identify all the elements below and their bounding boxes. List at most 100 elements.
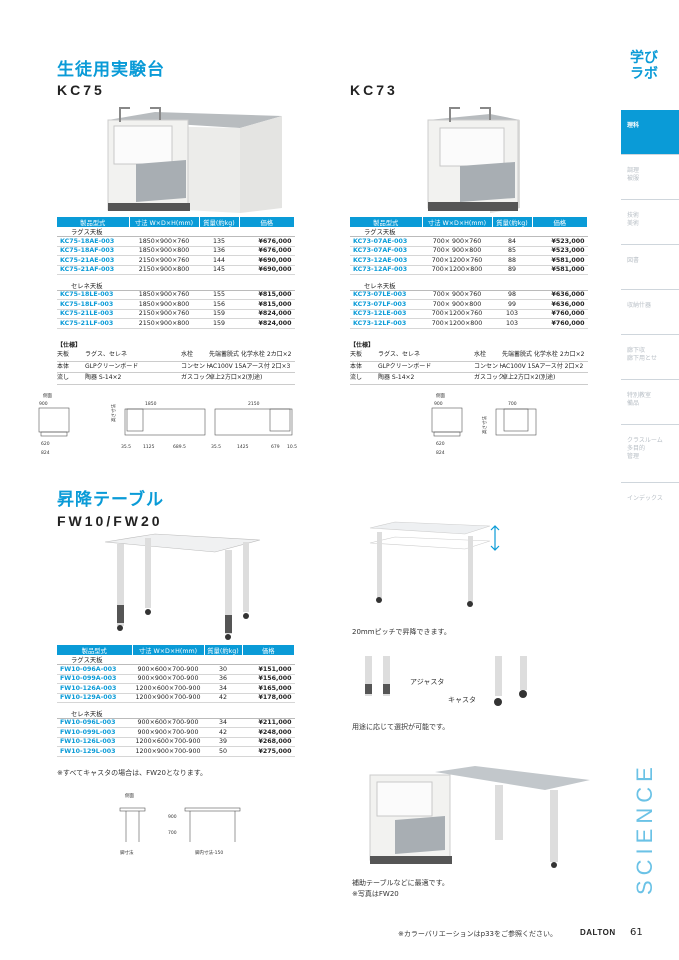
col-header: 寸法 W×D×H(mm) (129, 217, 200, 227)
kc73-dimension-drawings: 側面 900 620 824 700 高さ寸法 (431, 392, 537, 456)
aux-caption-2: ※写真はFW20 (352, 890, 399, 898)
col-header: 質量(約kg) (204, 645, 243, 655)
kc73-spec-table: 製品型式 寸法 W×D×H(mm) 質量(約kg) 価格 ラグス天板 KC73-… (350, 217, 588, 329)
dim-700: 700 (508, 401, 517, 407)
col-header: 寸法 W×D×H(mm) (132, 645, 205, 655)
section-title-lift-table: 昇降テーブル (57, 490, 164, 510)
dim-900: 900 (39, 401, 48, 407)
aux-caption-1: 補助テーブルなどに最適です。 (352, 879, 449, 887)
model-kc75: KC75 (57, 82, 105, 98)
col-header: 質量(約kg) (492, 217, 533, 227)
dim-b: 1125 (143, 444, 155, 450)
pitch-caption: 20mmピッチで昇降できます。 (352, 628, 451, 636)
dim-low: 700 (168, 830, 177, 836)
dim-range: 900 (168, 814, 177, 820)
dim-height: 高さ寸法 (110, 404, 117, 422)
col-header: 価格 (239, 217, 295, 227)
fw-spec-table: 製品型式 寸法 W×D×H(mm) 質量(約kg) 価格 ラグス天板 FW10-… (57, 645, 295, 757)
group-label: セレネ天板 (350, 280, 588, 291)
group-label: ラグス天板 (350, 227, 588, 237)
select-caption: 用途に応じて選択が可能です。 (352, 723, 450, 731)
dim-leg: 脚寸法 (120, 849, 134, 856)
col-header: 製品型式 (350, 217, 423, 227)
dim-900: 900 (434, 401, 443, 407)
page-number: 61 (630, 927, 643, 938)
sidebar-item-tech-art[interactable]: 技術 美術 (621, 200, 679, 245)
dim-d: 1425 (237, 444, 249, 450)
kc75-product-image (107, 107, 282, 213)
fw-caster-note: ※すべてキャスタの場合は、FW20となります。 (57, 769, 208, 777)
group-label: セレネ天板 (57, 708, 295, 719)
group-label: ラグス天板 (57, 227, 295, 237)
sidebar-item-science[interactable]: 理科 (621, 110, 679, 155)
fw-dimension-drawings: 側面 脚寸法 脚内寸法-150 900 700 (119, 792, 241, 856)
dim-620: 620 (436, 441, 445, 447)
sidebar-item-special-room[interactable]: 特別教室 備品 (621, 380, 679, 425)
model-kc73: KC73 (350, 82, 398, 98)
kc73-product-image (427, 107, 520, 213)
dim-a: 35.5 (121, 444, 131, 450)
dim-inner: 脚内寸法-150 (195, 849, 223, 856)
dim-824: 824 (41, 450, 50, 456)
aux-table-photo (369, 766, 590, 868)
col-header: 質量(約kg) (199, 217, 240, 227)
side-label: 側面 (436, 392, 445, 399)
caster-label: キャスタ (448, 696, 476, 704)
dim-620: 620 (41, 441, 50, 447)
sidebar-item-index[interactable]: インデックス (627, 495, 663, 502)
dim-e: 679 (271, 444, 280, 450)
dim-a2: 35.5 (211, 444, 221, 450)
col-header: 価格 (242, 645, 295, 655)
dim-height: 高さ寸法 (481, 416, 488, 434)
fw-lift-diagram (369, 521, 500, 607)
kc75-spec-table: 製品型式 寸法 W×D×H(mm) 質量(約kg) 価格 ラグス天板 KC75-… (57, 217, 295, 329)
kc73-spec-heading: 【仕様】 (350, 342, 375, 349)
footer-note: ※カラーバリエーションはp33をご参照ください。 (398, 930, 558, 938)
side-label: 側面 (43, 392, 52, 399)
sidebar-item-library[interactable]: 図書 (621, 245, 679, 290)
col-header: 製品型式 (57, 217, 130, 227)
group-label: セレネ天板 (57, 280, 295, 291)
adjuster-label: アジャスタ (410, 678, 445, 686)
model-fw: FW10/FW20 (57, 513, 163, 529)
sidebar-nav: 理科 調理 被服 技術 美術 図書 収納什器 廊下収 廊下用とせ 特別教室 備品… (621, 110, 679, 528)
sidebar-item-corridor[interactable]: 廊下収 廊下用とせ (621, 335, 679, 380)
kc75-spec-heading: 【仕様】 (57, 342, 82, 349)
side-label: 側面 (125, 792, 134, 799)
group-label: ラグス天板 (57, 655, 295, 665)
sidebar-item-classroom[interactable]: クラスルーム 多目的 管理 (621, 425, 679, 483)
dim-2150: 2150 (248, 401, 260, 407)
vertical-science-word: SCIENCE (632, 762, 657, 895)
fw-product-image (105, 533, 261, 640)
sidebar-item-storage[interactable]: 収納什器 (621, 290, 679, 335)
col-header: 寸法 W×D×H(mm) (422, 217, 493, 227)
dim-1850: 1850 (145, 401, 157, 407)
dim-c: 689.5 (173, 444, 186, 450)
sidebar-item-cooking[interactable]: 調理 被服 (621, 155, 679, 200)
leg-options-diagram (365, 656, 527, 706)
